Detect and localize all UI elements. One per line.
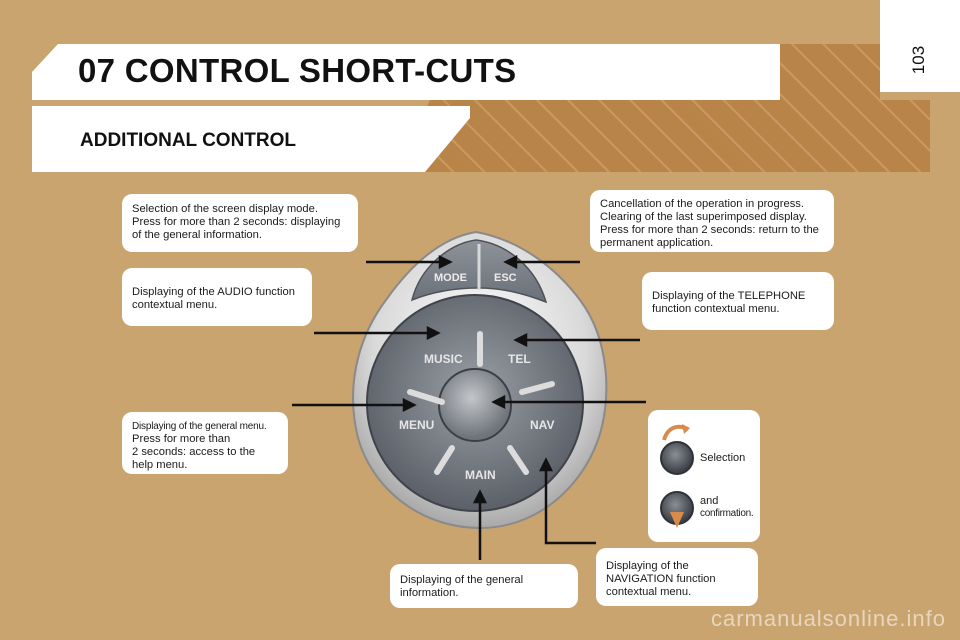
callout-esc-line-1: Cancellation of the operation in progres… bbox=[600, 198, 804, 210]
music-button[interactable]: MUSIC bbox=[424, 352, 463, 366]
pointer-arrows bbox=[292, 254, 646, 560]
callout-mode-line-1: Selection of the screen display mode. bbox=[132, 203, 318, 215]
main-button[interactable]: MAIN bbox=[465, 468, 496, 482]
callout-tel: Displaying of the TELEPHONE function con… bbox=[642, 272, 834, 330]
selection-knob-icon bbox=[660, 441, 694, 475]
callout-esc-line-4: permanent application. bbox=[600, 237, 714, 249]
press-arrow-icon bbox=[670, 512, 684, 528]
callout-nav-line-1: Displaying of the bbox=[606, 560, 689, 572]
callout-music: Displaying of the AUDIO function context… bbox=[122, 268, 312, 326]
callout-main: Displaying of the general information. bbox=[390, 564, 578, 608]
page-number: 103 bbox=[909, 45, 929, 75]
watermark: carmanualsonline.info bbox=[710, 606, 946, 631]
page-number-tab bbox=[880, 0, 960, 92]
esc-button[interactable]: ESC bbox=[494, 272, 517, 284]
page-title: 07 CONTROL SHORT-CUTS bbox=[78, 52, 517, 89]
nav-button[interactable]: NAV bbox=[530, 418, 555, 432]
rotary-knob bbox=[438, 368, 512, 442]
callout-menu-line-4: help menu. bbox=[132, 459, 188, 471]
callout-mode-line-2: Press for more than 2 seconds: displayin… bbox=[132, 216, 341, 228]
header-stripe-band bbox=[398, 100, 930, 172]
menu-button[interactable]: MENU bbox=[399, 418, 435, 432]
subtitle-banner bbox=[32, 106, 470, 172]
callout-tel-line-1: Displaying of the TELEPHONE bbox=[652, 290, 806, 302]
callout-menu-line-3: 2 seconds: access to the bbox=[132, 446, 256, 458]
callout-esc: Cancellation of the operation in progres… bbox=[590, 190, 834, 252]
callout-main-line-1: Displaying of the general bbox=[400, 574, 524, 586]
callout-nav-line-3: contextual menu. bbox=[606, 586, 692, 598]
and-label: and bbox=[700, 495, 719, 507]
section-subtitle: ADDITIONAL CONTROL bbox=[80, 130, 297, 151]
callout-nav-line-2: NAVIGATION function bbox=[606, 573, 716, 585]
callout-esc-line-2: Clearing of the last superimposed displa… bbox=[600, 211, 807, 223]
callout-menu-line-1: Displaying of the general menu. bbox=[132, 421, 267, 432]
callout-tel-line-2: function contextual menu. bbox=[652, 303, 780, 315]
tel-button[interactable]: TEL bbox=[508, 352, 531, 366]
callout-music-line-1: Displaying of the AUDIO function bbox=[132, 286, 295, 298]
callout-mode: Selection of the screen display mode. Pr… bbox=[122, 194, 358, 252]
callout-mode-line-3: of the general information. bbox=[132, 229, 262, 241]
mode-button[interactable]: MODE bbox=[434, 272, 467, 284]
callout-menu-line-2: Press for more than bbox=[132, 433, 231, 445]
callout-menu: Displaying of the general menu. Press fo… bbox=[122, 412, 288, 474]
title-banner bbox=[32, 44, 780, 100]
selection-label: Selection bbox=[700, 452, 746, 464]
callout-nav: Displaying of the NAVIGATION function co… bbox=[596, 548, 758, 606]
callout-main-line-2: information. bbox=[400, 587, 459, 599]
confirmation-label: confirmation. bbox=[700, 508, 754, 519]
callout-music-line-2: contextual menu. bbox=[132, 299, 218, 311]
callout-esc-line-3: Press for more than 2 seconds: return to… bbox=[600, 224, 819, 236]
header-stripe-band-top bbox=[780, 44, 880, 100]
knob-help-panel bbox=[648, 410, 760, 542]
